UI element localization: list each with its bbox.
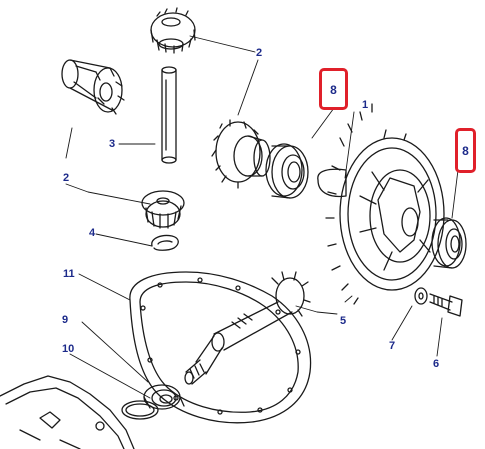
oil-seal (143, 384, 185, 410)
callout-2-left: 2 (63, 172, 70, 184)
callout-9: 9 (62, 314, 69, 326)
leader-lines (65, 35, 459, 399)
callout-8-right: 8 (462, 144, 469, 158)
o-ring (121, 400, 159, 420)
differential-case (317, 103, 445, 305)
pinion-gear-top (150, 7, 196, 54)
callout-1: 1 (362, 99, 369, 111)
axle-housing (0, 375, 135, 449)
callout-3: 3 (109, 138, 116, 150)
side-gear (211, 119, 271, 189)
callout-11: 11 (63, 268, 75, 280)
callout-6: 6 (433, 358, 440, 370)
callout-5: 5 (340, 315, 347, 327)
bearing-left (265, 143, 309, 199)
gasket (129, 271, 312, 424)
pinion-gear-bottom (141, 190, 185, 229)
callout-7: 7 (389, 340, 396, 352)
bolt (429, 293, 463, 317)
cross-shaft (161, 66, 177, 164)
pinion-gear-left (61, 59, 125, 115)
highlight-box-bearing-right: 8 (455, 128, 476, 173)
callout-8-left: 8 (330, 83, 337, 97)
highlight-box-bearing-left: 8 (319, 68, 348, 110)
callout-4: 4 (89, 227, 96, 239)
washer (414, 287, 428, 305)
callout-10: 10 (62, 343, 75, 355)
drive-pinion (184, 271, 311, 385)
bearing-right (431, 217, 467, 269)
callout-2-top: 2 (256, 47, 263, 59)
circlip (151, 234, 179, 251)
